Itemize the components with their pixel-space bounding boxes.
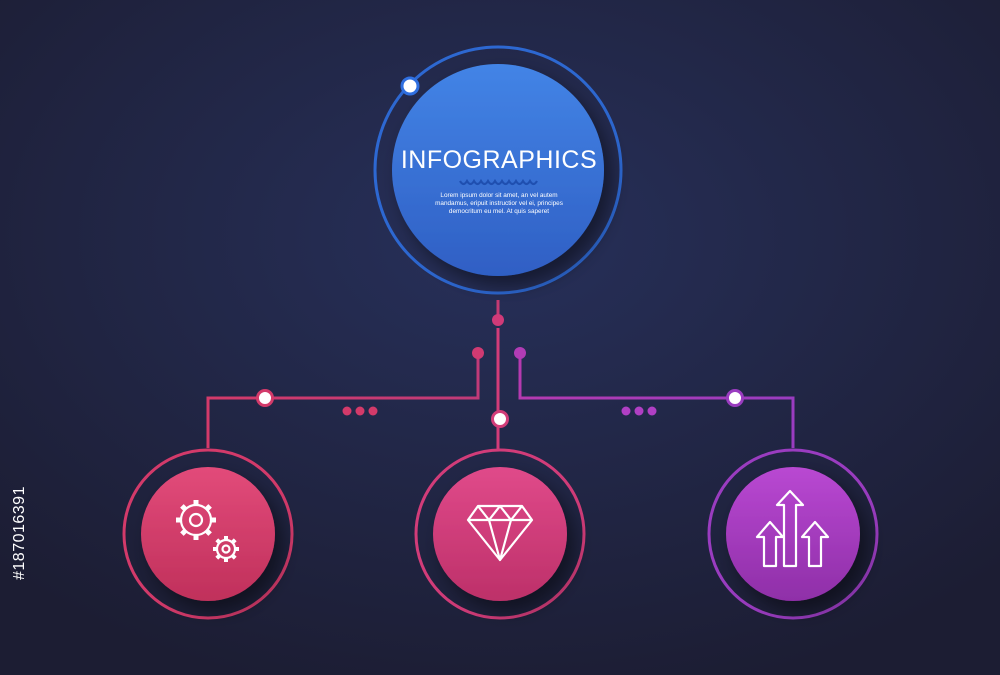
- diamond-icon: [466, 504, 534, 562]
- child-node-ring: [707, 448, 879, 620]
- child-node-disc: [726, 467, 860, 601]
- main-node-ring: [373, 45, 623, 295]
- arrows-up-icon: [755, 489, 830, 568]
- right-branch-node: [726, 389, 744, 407]
- main-node-text-line-1: Lorem ipsum dolor sit amet, an vel autem: [440, 192, 557, 199]
- left-stem-dot: [472, 347, 484, 359]
- right-connector-line: [518, 356, 795, 448]
- child-node-diamond: [414, 448, 586, 620]
- right-ellipsis: [621, 406, 657, 416]
- main-node-disc: [392, 64, 604, 276]
- left-connector-line: [206, 356, 480, 448]
- main-node-text-line-2: mandamus, eripuit instructior vel ei, pr…: [435, 200, 563, 207]
- connector-lines: [206, 300, 795, 450]
- child-node-gears: [122, 448, 294, 620]
- main-stem-dot: [492, 314, 504, 326]
- main-node-title: INFOGRAPHICS: [401, 146, 597, 174]
- wave-divider: [459, 178, 538, 186]
- gears-icon: [176, 500, 239, 562]
- right-stem-dot: [514, 347, 526, 359]
- connector-dots: [256, 314, 744, 428]
- center-branch-node: [491, 410, 509, 428]
- main-node-marker: [400, 76, 420, 96]
- child-node-disc: [433, 467, 567, 601]
- sidebar-id: #187016391: [11, 486, 28, 580]
- left-ellipsis: [342, 406, 378, 416]
- main-node-text-line-3: democritum eu mel. At quis saperet: [449, 208, 549, 215]
- main-node: INFOGRAPHICS Lorem ipsum dolor sit amet,…: [373, 45, 623, 295]
- child-node-ring: [414, 448, 586, 620]
- child-node-ring: [122, 448, 294, 620]
- child-node-arrows: [707, 448, 879, 620]
- left-branch-node: [256, 389, 274, 407]
